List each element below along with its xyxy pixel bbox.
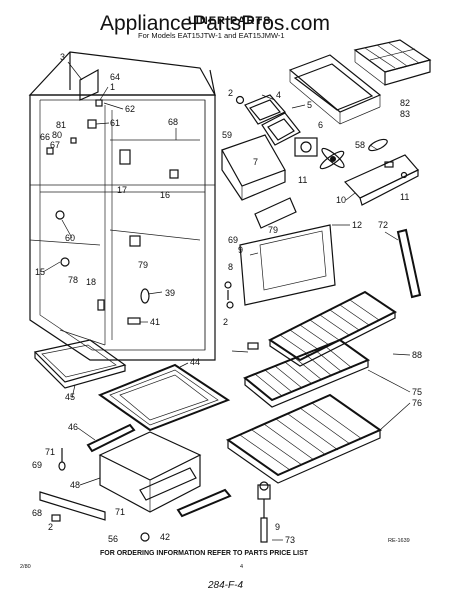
callout-80: 80 bbox=[52, 130, 62, 140]
callout-1: 1 bbox=[110, 82, 115, 92]
callout-2c: 2 bbox=[48, 522, 53, 532]
callout-12: 12 bbox=[352, 220, 362, 230]
callout-13: 15 bbox=[35, 267, 45, 277]
callout-82: 82 bbox=[400, 98, 410, 108]
wire-shelf-76 bbox=[225, 393, 383, 484]
cover-plate bbox=[254, 197, 297, 229]
callout-62: 66 bbox=[40, 132, 50, 142]
crisper-drawer-45 bbox=[98, 431, 202, 513]
callout-7: 7 bbox=[253, 157, 258, 167]
callout-44: 46 bbox=[68, 422, 78, 432]
callout-76: 76 bbox=[412, 398, 422, 408]
callout-9: 10 bbox=[336, 195, 346, 205]
callout-56: 59 bbox=[222, 130, 232, 140]
wire-shelf-88 bbox=[268, 290, 397, 367]
callout-labels: 3 64 1 62 61 81 80 66 67 68 17 16 60 79 … bbox=[32, 52, 422, 545]
callout-41: 44 bbox=[190, 357, 200, 367]
callout-68: 68 bbox=[32, 508, 42, 518]
screws bbox=[224, 281, 259, 350]
diagram-title: LINER PARTS bbox=[188, 15, 272, 27]
page-code: 2/80 bbox=[20, 564, 31, 570]
shelf-rack-upper bbox=[288, 54, 382, 125]
rail-39 bbox=[176, 488, 232, 518]
callout-3: 3 bbox=[60, 52, 65, 62]
callout-72: 72 bbox=[378, 220, 388, 230]
trim-strip bbox=[396, 228, 422, 299]
tray-42 bbox=[33, 339, 127, 389]
ice-tray bbox=[353, 39, 432, 86]
callout-4: 4 bbox=[276, 90, 281, 100]
callout-66: 68 bbox=[168, 117, 178, 127]
rail-68 bbox=[39, 448, 106, 522]
callout-10b: 9 bbox=[275, 522, 280, 532]
callout-64: 67 bbox=[50, 140, 60, 150]
callout-46: 56 bbox=[108, 534, 118, 544]
liner-cabinet bbox=[28, 51, 217, 361]
callout-15: 17 bbox=[117, 185, 127, 195]
callout-11b: 11 bbox=[400, 192, 409, 202]
callout-71a: 71 bbox=[45, 447, 55, 457]
callout-60: 62 bbox=[125, 104, 135, 114]
air-duct bbox=[343, 138, 419, 206]
callout-45: 48 bbox=[70, 480, 80, 490]
callout-8: 8 bbox=[228, 262, 233, 272]
callout-69: 69 bbox=[32, 460, 42, 470]
ordering-note: FOR ORDERING INFORMATION REFER TO PARTS … bbox=[100, 550, 309, 557]
callout-2a: 2 bbox=[228, 88, 233, 98]
rear-panel bbox=[239, 224, 336, 306]
drawing-code: RE-1639 bbox=[388, 538, 410, 544]
callout-77: 79 bbox=[138, 260, 148, 270]
callout-67: 69 bbox=[228, 235, 238, 245]
callout-88: 88 bbox=[412, 350, 422, 360]
callout-78: 78 bbox=[68, 275, 78, 285]
wire-shelf-75 bbox=[243, 338, 371, 408]
callout-81: 81 bbox=[56, 120, 66, 130]
callout-14: 16 bbox=[160, 190, 170, 200]
callout-16: 18 bbox=[86, 277, 96, 287]
callout-61: 64 bbox=[110, 72, 120, 82]
callout-59: 61 bbox=[110, 118, 120, 128]
rail-44 bbox=[86, 423, 136, 453]
callout-2b: 2 bbox=[223, 317, 228, 327]
diagram-subtitle: For Models EAT15JTW-1 and EAT15JMW-1 bbox=[138, 31, 285, 40]
callout-79: 79 bbox=[268, 225, 278, 235]
glass-shelf-41 bbox=[97, 363, 231, 432]
page-number: 4 bbox=[240, 564, 243, 570]
callout-39: 42 bbox=[160, 532, 170, 542]
crisper-small bbox=[221, 134, 286, 201]
watermark-text: AppliancePartsPros.com bbox=[100, 12, 330, 35]
callout-6: 6 bbox=[318, 120, 323, 130]
handwritten-note: 284-F-4 bbox=[207, 580, 243, 591]
callout-58: 60 bbox=[65, 233, 75, 243]
callout-11a: 11 bbox=[298, 175, 307, 185]
callout-17: 39 bbox=[165, 288, 175, 298]
fan-assembly bbox=[294, 137, 345, 170]
callout-10a: 9 bbox=[238, 245, 243, 255]
damper-parts bbox=[235, 94, 301, 146]
callout-75: 75 bbox=[412, 387, 422, 397]
callout-73: 73 bbox=[285, 535, 295, 545]
callout-48: 58 bbox=[355, 140, 365, 150]
callout-71b: 71 bbox=[115, 507, 125, 517]
callout-83: 83 bbox=[400, 109, 410, 119]
callout-5: 5 bbox=[307, 100, 312, 110]
callout-42: 45 bbox=[65, 392, 75, 402]
thermostat-knob bbox=[140, 481, 271, 543]
leader-lines bbox=[42, 61, 411, 541]
callout-18: 41 bbox=[150, 317, 160, 327]
